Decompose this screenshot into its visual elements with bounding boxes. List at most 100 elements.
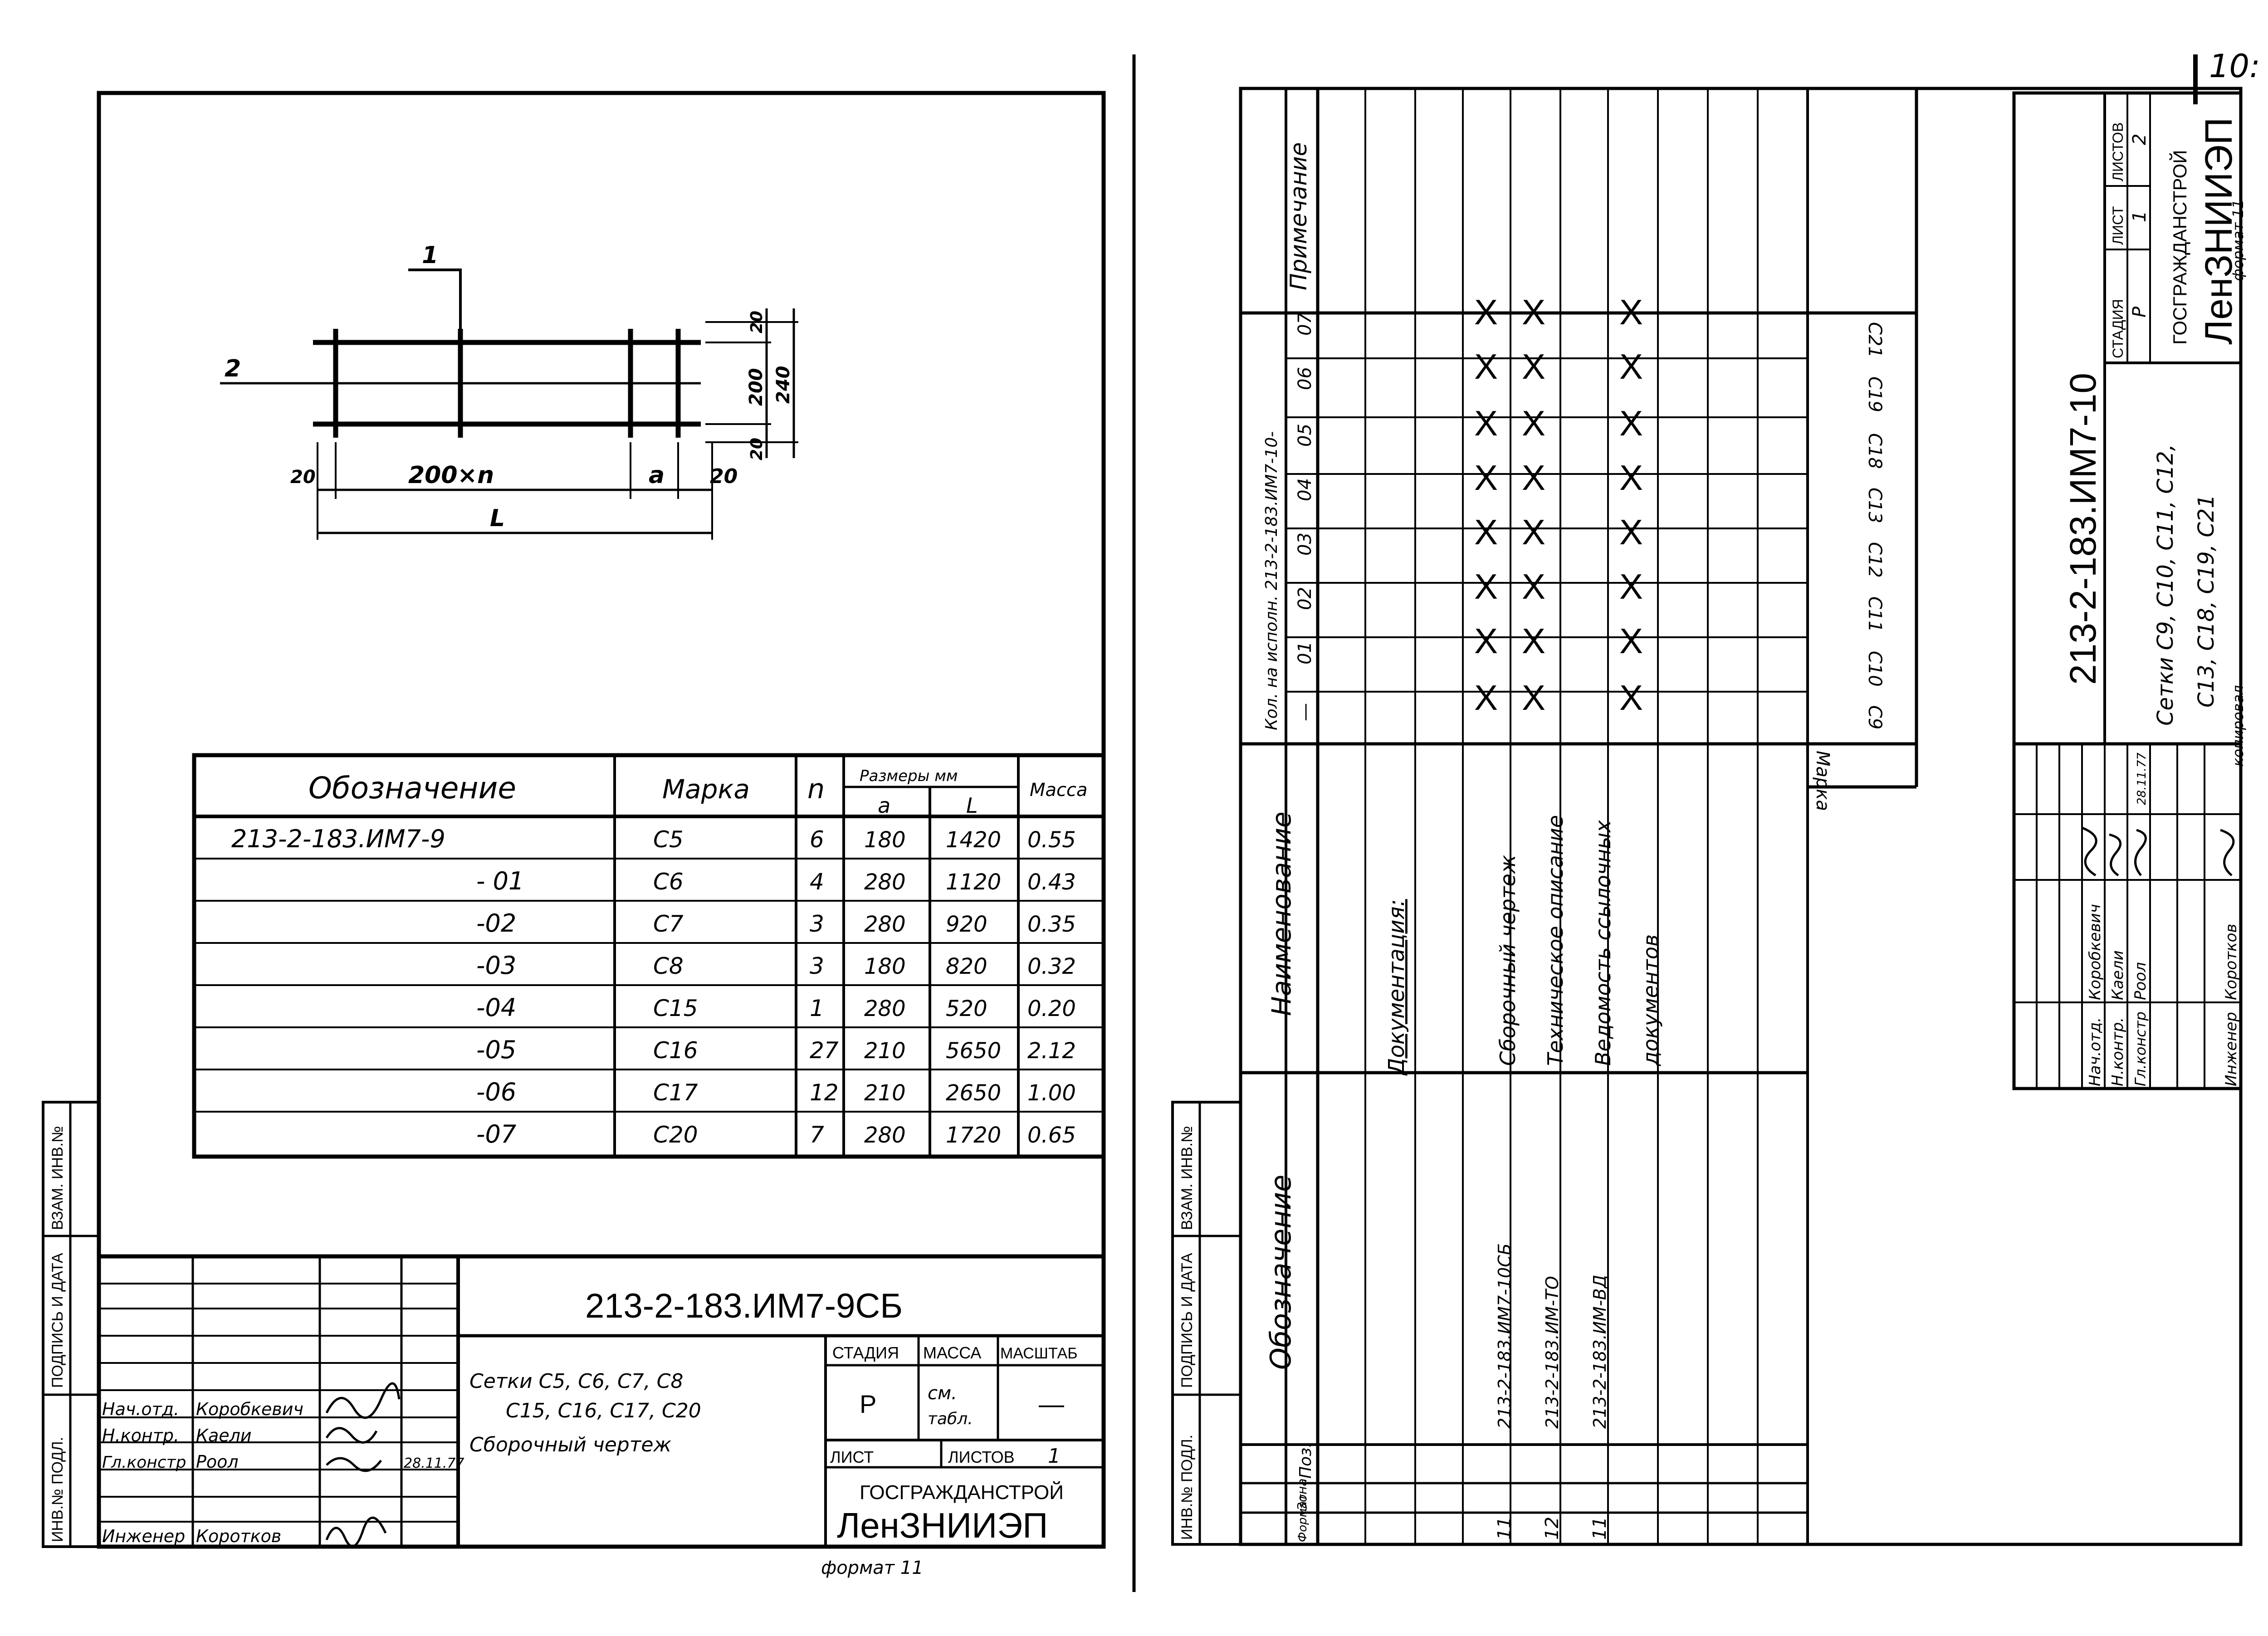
right-stage-value: Р (2129, 306, 2150, 317)
right-sheets-label: ЛИСТОВ (2110, 122, 2126, 181)
table-cell-mark: С5 (653, 826, 684, 853)
header-L: L (966, 793, 978, 818)
table-cell-n: 1 (810, 995, 824, 1021)
spec-row-name-0: Сборочный чертеж (1496, 855, 1520, 1066)
header-designation: Обозначение (308, 771, 516, 806)
table-cell-a: 280 (864, 1123, 906, 1148)
table-cell-mass: 0.20 (1027, 996, 1076, 1021)
spec-header-note: Примечание (1286, 142, 1312, 290)
mark-cell: С19 (1864, 376, 1885, 412)
table-cell-a: 280 (864, 996, 906, 1021)
label-spacing: 200×n (408, 462, 494, 489)
label-length: L (490, 505, 505, 532)
left-org-2: ЛенЗНИИЭП (837, 1505, 1048, 1545)
x-mark: X (1474, 566, 1498, 606)
x-mark: X (1619, 403, 1643, 443)
x-mark: X (1474, 292, 1498, 332)
table-cell-designation: -03 (476, 951, 516, 980)
signature-mark (325, 1427, 378, 1444)
mark-cell: С21 (1864, 322, 1885, 358)
mark-cell: С13 (1864, 488, 1885, 523)
variant-col-label: 01 (1295, 641, 1315, 664)
variant-col-label: 02 (1295, 587, 1315, 610)
variant-col-label: — (1295, 703, 1315, 721)
table-cell-L: 1120 (946, 869, 1001, 895)
spec-row-designation-1: 213-2-183.ИМ-ТО (1542, 1276, 1562, 1429)
x-mark: X (1522, 678, 1545, 718)
table-cell-L: 520 (946, 996, 987, 1021)
x-mark: X (1522, 621, 1545, 661)
left-sheet-label: ЛИСТ (830, 1448, 874, 1466)
spec-header-zone: Зона (1295, 1478, 1310, 1510)
spec-row-designation-0: 213-2-183.ИМ7-10СБ (1495, 1243, 1515, 1429)
x-mark: X (1474, 621, 1498, 661)
right-side-stamp: ИНВ.№ ПОДЛ. ПОДПИСЬ И ДАТА ВЗАМ. ИНВ.№ (1171, 1101, 1242, 1546)
signature-mark (2220, 829, 2235, 876)
spec-table-grid (1241, 88, 1918, 1544)
right-copied-label: копировал (2229, 685, 2247, 767)
table-cell-mark: С20 (653, 1122, 698, 1148)
table-cell-mass: 0.65 (1027, 1123, 1076, 1148)
table-cell-a: 180 (864, 954, 906, 979)
stamp-podpis: ПОДПИСЬ И ДАТА (49, 1253, 66, 1388)
spec-header-pos: Поз. (1296, 1442, 1315, 1479)
header-mark: Марка (662, 774, 750, 805)
right-staff-name-3: Коротков (2222, 923, 2240, 1000)
right-title-line2: С13, С18, С19, С21 (2194, 494, 2219, 708)
table-cell-mass: 0.32 (1027, 954, 1076, 979)
table-cell-a: 210 (864, 1080, 906, 1106)
table-cell-n: 27 (810, 1037, 839, 1064)
x-mark: X (1619, 347, 1643, 386)
table-cell-designation: -06 (476, 1078, 516, 1106)
label-pos1: 1 (422, 242, 438, 269)
right-sheet-value: 1 (2129, 211, 2150, 222)
page-number: 10: (2209, 48, 2260, 85)
signature-mark (2082, 826, 2097, 877)
header-sizes: Размеры мм (860, 767, 958, 785)
table-cell-designation: 213-2-183.ИМ7-9 (231, 825, 445, 853)
table-cell-mark: С15 (653, 995, 698, 1021)
table-cell-L: 2650 (946, 1080, 1001, 1106)
left-sheets-value: 1 (1048, 1445, 1061, 1468)
right-org-1: ГОСГРАЖДАНСТРОЙ (2169, 150, 2190, 345)
table-cell-mass: 1.00 (1027, 1080, 1076, 1106)
table-cell-designation: -02 (476, 909, 516, 938)
label-top-off: 20 (748, 311, 766, 333)
spec-header-name: Наименование (1266, 811, 1297, 1016)
section-title: Документация: (1384, 899, 1409, 1076)
table-cell-L: 920 (946, 912, 987, 937)
left-title-text: 213-2-183.ИМ7-9СБ Сетки С5, С6, С7, С8 С… (102, 1287, 1078, 1578)
right-stamp-podpis: ПОДПИСЬ И ДАТА (1178, 1253, 1196, 1388)
right-staff-name-2: Роол (2131, 962, 2150, 1000)
header-a: a (878, 793, 890, 818)
right-title-text: 213-2-183.ИМ7-10 Сетки С9, С10, С11, С12… (2063, 117, 2247, 1086)
right-sheets-value: 2 (2129, 134, 2150, 145)
left-title-block (99, 1254, 1104, 1549)
mesh-drawing (220, 269, 798, 540)
left-staff-role-3: Инженер (102, 1526, 185, 1546)
label-bot-off: 20 (748, 438, 766, 460)
table-cell-L: 1420 (946, 827, 1001, 853)
right-stamp-vzam: ВЗАМ. ИНВ.№ (1178, 1126, 1196, 1230)
mark-cell: С11 (1864, 596, 1885, 632)
label-total: 240 (773, 366, 794, 404)
left-stage-label: СТАДИЯ (832, 1343, 899, 1362)
table-cell-designation: -07 (476, 1120, 516, 1148)
right-org-2: ЛенЗНИИЭП (2197, 117, 2240, 345)
right-format-label: формат 11 (2229, 199, 2247, 281)
right-staff-role-3: Инженер (2222, 1012, 2240, 1086)
spec-rows: Документация: 11 213-2-183.ИМ7-10СБ Сбор… (1384, 815, 1663, 1540)
label-end-left: 20 (290, 467, 316, 488)
spec-row-designation-2: 213-2-183.ИМ-ВД (1590, 1275, 1610, 1429)
signature-mark (2134, 829, 2147, 876)
table-cell-designation: - 01 (476, 867, 524, 895)
x-mark: X (1619, 458, 1643, 498)
right-staff-role-0: Нач.отд. (2086, 1017, 2104, 1086)
spec-row-name-1: Техническое описание (1543, 815, 1568, 1066)
spec-header-qty: Кол. на исполн. 213-2-183.ИМ7-10- (1262, 431, 1281, 730)
table-cell-L: 820 (946, 954, 987, 979)
spec-row-format-2: 11 (1589, 1517, 1610, 1540)
table-cell-a: 280 (864, 912, 906, 937)
left-doc-code: 213-2-183.ИМ7-9СБ (585, 1287, 903, 1325)
spec-header-format: Формат (1296, 1494, 1310, 1542)
